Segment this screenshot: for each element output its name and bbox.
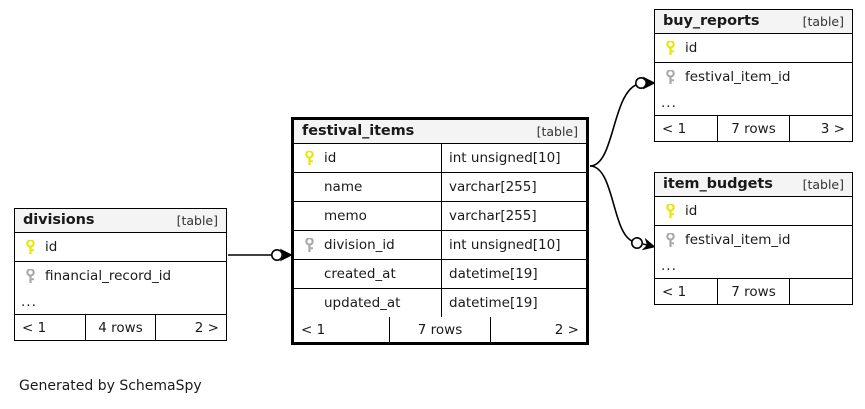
- table-row[interactable]: division_id int unsigned[10]: [294, 231, 586, 260]
- table-buy-reports-kind: [table]: [802, 13, 844, 29]
- table-divisions[interactable]: divisions [table] id: [14, 208, 227, 341]
- column-name: festival_item_id: [685, 232, 791, 248]
- table-row[interactable]: memo varchar[255]: [294, 202, 586, 231]
- primary-key-icon: [662, 40, 678, 56]
- column-name: festival_item_id: [685, 69, 791, 85]
- table-festival-items-title: festival_items: [302, 123, 415, 139]
- column-cell: id: [15, 233, 226, 261]
- prev-page-button[interactable]: < 1: [301, 321, 326, 338]
- column-type: varchar[255]: [441, 173, 586, 201]
- prev-page-button[interactable]: < 1: [22, 319, 47, 336]
- table-festival-items-kind: [table]: [536, 123, 578, 139]
- table-item-budgets-title: item_budgets: [663, 176, 773, 192]
- table-row[interactable]: financial_record_id: [15, 262, 226, 290]
- table-row[interactable]: id: [655, 197, 852, 226]
- table-item-budgets-more-columns: ...: [655, 254, 852, 279]
- table-divisions-kind: [table]: [176, 212, 218, 228]
- column-type: int unsigned[10]: [441, 144, 586, 172]
- column-cell: festival_item_id: [655, 63, 852, 91]
- table-buy-reports[interactable]: buy_reports [table] id: [654, 9, 853, 142]
- primary-key-icon: [662, 203, 678, 219]
- foreign-key-icon: [662, 69, 678, 85]
- column-name: division_id: [324, 237, 395, 253]
- relationship-festival-items-to-buy-reports: [589, 76, 656, 167]
- table-item-budgets-kind: [table]: [802, 176, 844, 192]
- column-name: memo: [324, 208, 367, 224]
- foreign-key-icon: [662, 232, 678, 248]
- column-type: datetime[19]: [441, 260, 586, 288]
- table-row[interactable]: name varchar[255]: [294, 173, 586, 202]
- column-name: created_at: [324, 266, 396, 282]
- column-cell: id: [655, 34, 852, 62]
- table-item-budgets[interactable]: item_budgets [table] id: [654, 172, 853, 305]
- table-row[interactable]: updated_at datetime[19]: [294, 289, 586, 317]
- table-row[interactable]: festival_item_id: [655, 226, 852, 254]
- foreign-key-icon: [301, 237, 317, 253]
- table-row[interactable]: id int unsigned[10]: [294, 144, 586, 173]
- table-buy-reports-title: buy_reports: [663, 13, 760, 29]
- column-cell: id: [655, 197, 852, 225]
- table-festival-items-footer: < 1 7 rows 2 >: [294, 317, 586, 342]
- column-type: int unsigned[10]: [441, 231, 586, 259]
- table-buy-reports-header: buy_reports [table]: [655, 10, 852, 34]
- row-count-label: 7 rows: [717, 279, 790, 304]
- column-cell: name: [294, 173, 441, 201]
- column-type: varchar[255]: [441, 202, 586, 230]
- column-name: id: [324, 150, 337, 166]
- table-buy-reports-more-columns: ...: [655, 91, 852, 116]
- column-name: financial_record_id: [45, 268, 172, 284]
- row-count-label: 7 rows: [389, 317, 491, 342]
- column-cell: financial_record_id: [15, 262, 226, 290]
- table-divisions-header: divisions [table]: [15, 209, 226, 233]
- column-name: name: [324, 179, 363, 195]
- column-name: id: [685, 203, 698, 219]
- next-page-button[interactable]: [790, 279, 852, 304]
- table-row[interactable]: id: [15, 233, 226, 262]
- relationship-festival-items-to-item-budgets: [589, 165, 656, 251]
- table-item-budgets-header: item_budgets [table]: [655, 173, 852, 197]
- column-cell: created_at: [294, 260, 441, 288]
- table-item-budgets-footer: < 1 7 rows: [655, 279, 852, 304]
- column-name: updated_at: [324, 295, 401, 311]
- table-item-budgets-columns: id festival_item_id: [655, 197, 852, 254]
- prev-page-button[interactable]: < 1: [662, 283, 687, 300]
- table-festival-items-header: festival_items [table]: [294, 120, 586, 144]
- relationship-divisions-to-festival-items: [228, 248, 293, 262]
- column-cell: division_id: [294, 231, 441, 259]
- primary-key-icon: [301, 150, 317, 166]
- next-page-button[interactable]: 2 >: [554, 321, 579, 338]
- generated-by-caption: Generated by SchemaSpy: [19, 378, 202, 394]
- table-festival-items-columns: id int unsigned[10] name varchar[255] me…: [294, 144, 586, 317]
- table-row[interactable]: id: [655, 34, 852, 63]
- table-buy-reports-columns: id festival_item_id: [655, 34, 852, 91]
- column-name: id: [685, 40, 698, 56]
- column-cell: id: [294, 144, 441, 172]
- table-buy-reports-footer: < 1 7 rows 3 >: [655, 116, 852, 141]
- prev-page-button[interactable]: < 1: [662, 120, 687, 137]
- table-divisions-title: divisions: [23, 212, 95, 228]
- next-page-button[interactable]: 2 >: [194, 319, 219, 336]
- column-type: datetime[19]: [441, 289, 586, 317]
- column-cell: memo: [294, 202, 441, 230]
- column-cell: festival_item_id: [655, 226, 852, 254]
- row-count-label: 4 rows: [85, 315, 156, 340]
- column-cell: updated_at: [294, 289, 441, 317]
- foreign-key-icon: [22, 268, 38, 284]
- table-row[interactable]: created_at datetime[19]: [294, 260, 586, 289]
- row-count-label: 7 rows: [717, 116, 790, 141]
- primary-key-icon: [22, 239, 38, 255]
- table-divisions-footer: < 1 4 rows 2 >: [15, 315, 226, 340]
- table-divisions-more-columns: ...: [15, 290, 226, 315]
- column-name: id: [45, 239, 58, 255]
- table-divisions-columns: id financial_record_id: [15, 233, 226, 290]
- next-page-button[interactable]: 3 >: [820, 120, 845, 137]
- table-row[interactable]: festival_item_id: [655, 63, 852, 91]
- table-festival-items[interactable]: festival_items [table] id int unsigned[1…: [291, 117, 589, 345]
